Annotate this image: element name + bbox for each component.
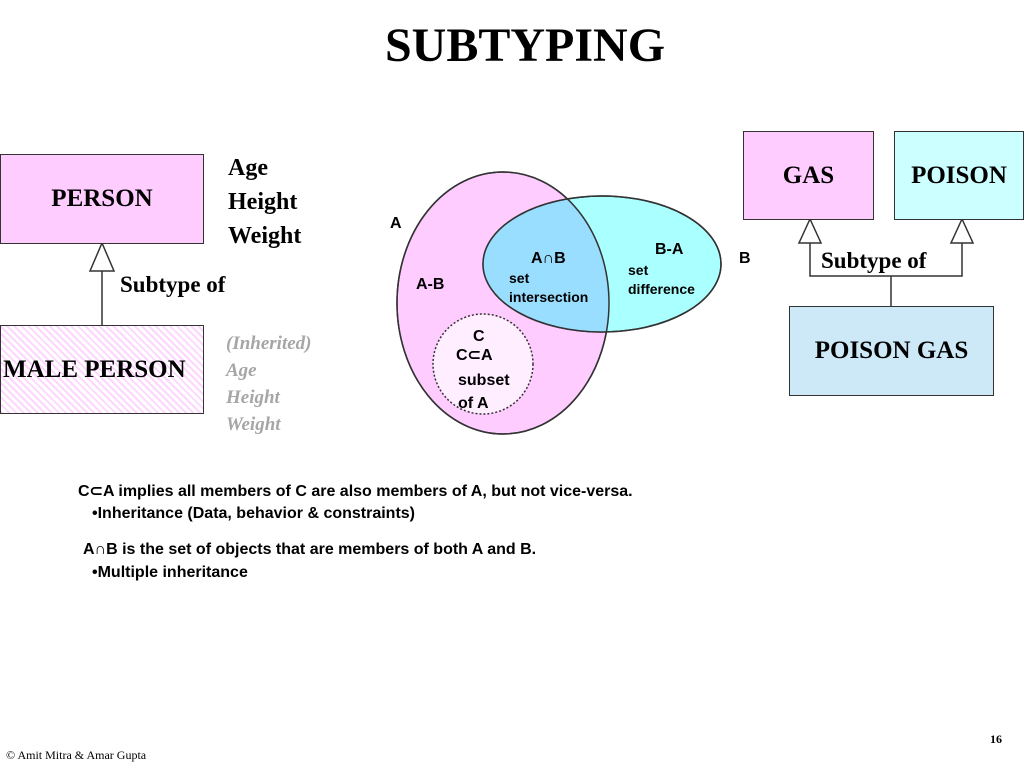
inherited-age: Age [226,360,257,381]
poison-arrowhead [949,217,975,244]
note-intersection: A∩B is the set of objects that are membe… [83,541,537,558]
person-box: PERSON [0,154,204,244]
male-person-box: MALE PERSON [0,325,204,414]
intersection-region [483,196,609,332]
left-subtype-arrowhead [88,241,116,272]
subset-desc-2: of A [458,395,489,412]
attribute-age: Age [228,155,268,181]
attribute-height: Height [228,189,298,215]
gas-label: GAS [782,161,835,189]
b-minus-a-label: B-A [655,241,684,258]
page-title: SUBTYPING [384,19,666,72]
right-subtype-connector [809,243,963,277]
intersection-desc-2: intersection [509,289,589,305]
set-b-label: B [739,250,751,267]
inherited-weight: Weight [226,414,281,435]
subset-description: subset of A [458,369,510,415]
poison-gas-box: POISON GAS [789,306,994,396]
subset-symbol-label: C⊂A [456,347,493,364]
intersection-description: set intersection [509,269,588,307]
gas-box: GAS [743,131,874,220]
intersection-desc-1: set [509,270,530,286]
note-multiple-inheritance: •Multiple inheritance [92,564,248,581]
difference-desc-1: set [628,262,649,278]
person-label: PERSON [51,185,153,212]
set-c-label: C [473,328,485,345]
set-c-circle [432,313,534,415]
difference-desc-2: difference [628,281,695,297]
inherited-height: Height [226,387,280,408]
subset-desc-1: subset [458,372,510,389]
poison-box: POISON [894,131,1024,220]
attribute-weight: Weight [228,223,302,249]
poison-gas-label: POISON GAS [814,337,969,364]
person-attributes: Age Height Weight [228,151,301,253]
set-b-outline [482,195,722,333]
difference-description: set difference [628,261,695,299]
left-subtype-label: Subtype of [120,272,226,297]
note-subset: C⊂A implies all members of C are also me… [78,483,633,500]
note-inheritance: •Inheritance (Data, behavior & constrain… [92,505,416,522]
intersection-label: A∩B [531,250,566,267]
set-a-label: A [390,215,402,232]
set-a-outline [396,171,610,435]
poison-label: POISON [911,161,1007,189]
copyright: © Amit Mitra & Amar Gupta [6,748,147,762]
a-minus-b-label: A-B [416,276,445,293]
right-subtype-label: Subtype of [821,248,927,273]
page-number: 16 [990,732,1002,746]
male-person-label: MALE PERSON [3,355,186,383]
inherited-attributes: (Inherited) Age Height Weight [226,330,312,438]
inherited-label: (Inherited) [226,333,312,354]
gas-arrowhead [797,217,823,244]
